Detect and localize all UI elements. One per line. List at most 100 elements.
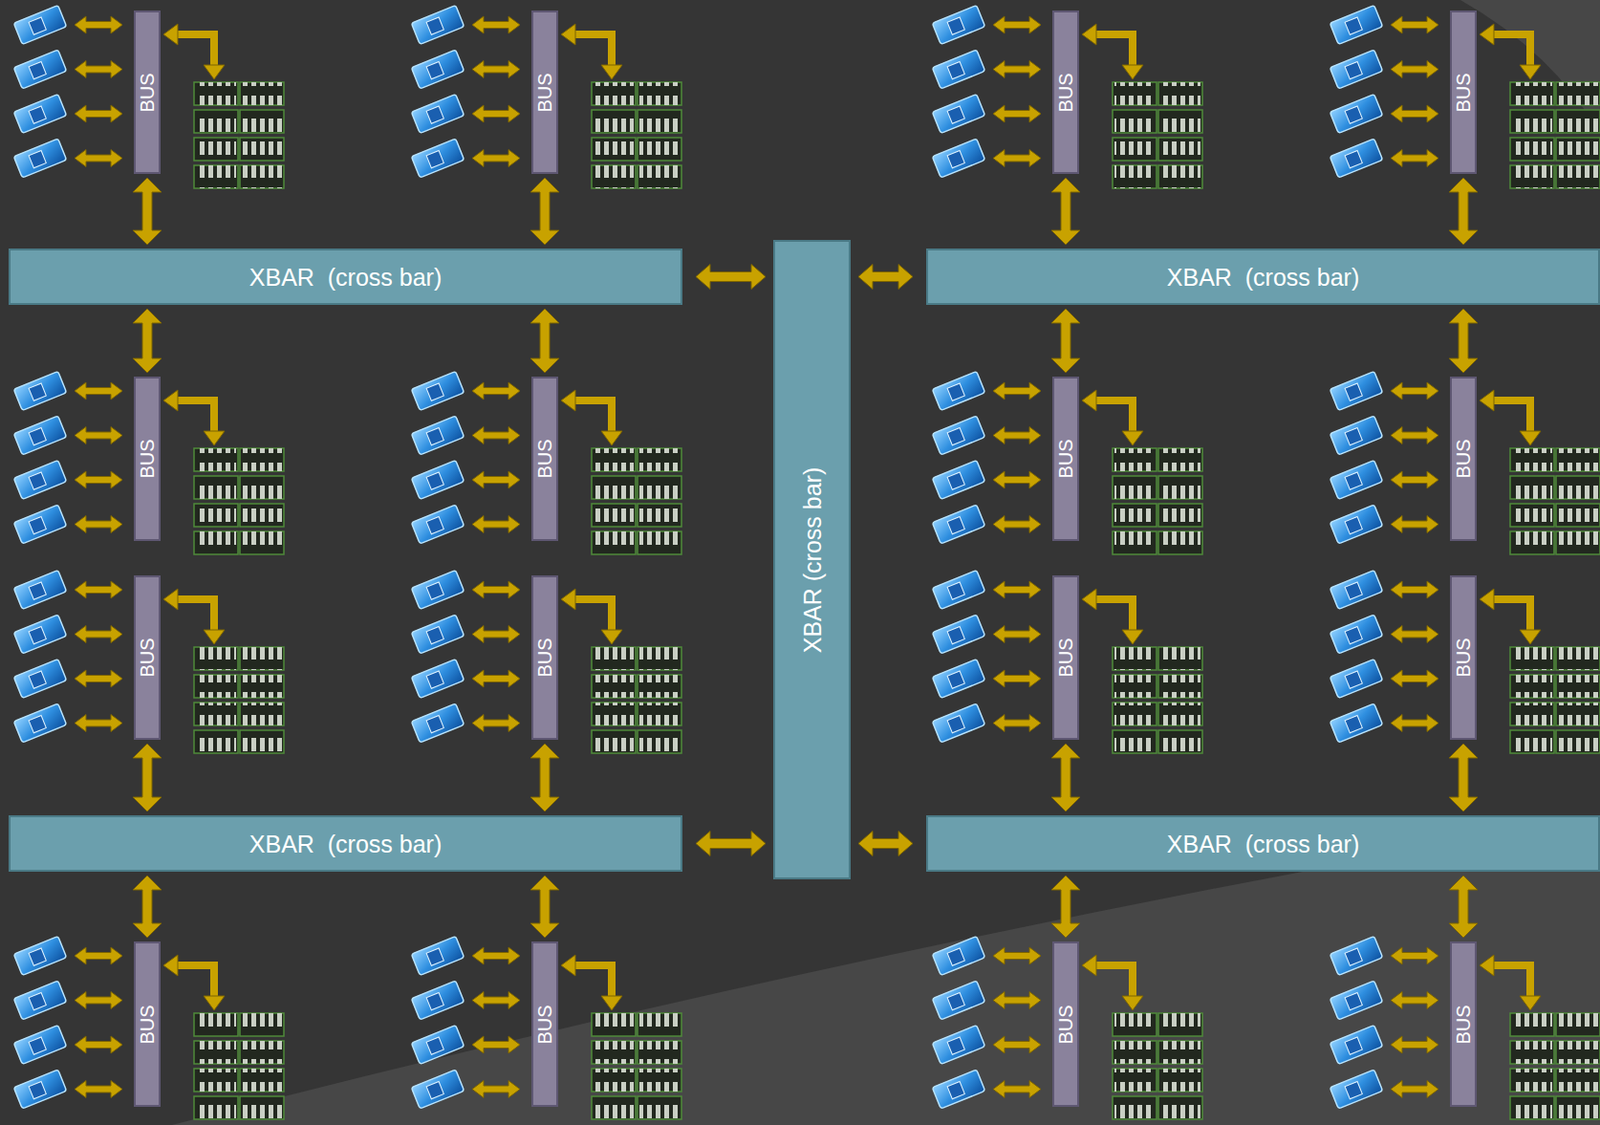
memory-module xyxy=(1158,165,1203,189)
cpu-die xyxy=(28,1037,46,1055)
cpu-arrow xyxy=(74,626,123,644)
cpu-icon xyxy=(13,460,66,500)
cpu-icon xyxy=(13,1069,66,1109)
cpu-die xyxy=(1344,106,1363,124)
cpu-icon xyxy=(931,1069,985,1109)
cpu-body xyxy=(13,570,66,610)
cpu-die xyxy=(1344,582,1363,600)
cpu-body xyxy=(13,1069,66,1109)
memory-chips xyxy=(639,82,680,106)
memory-chips xyxy=(241,165,282,189)
memory-module xyxy=(1556,1068,1600,1092)
cpu-body xyxy=(1329,94,1383,134)
memory-module xyxy=(1510,475,1555,499)
memory-chips xyxy=(1512,503,1553,527)
memory-chips xyxy=(1512,82,1553,106)
memory-chips xyxy=(1512,1068,1553,1092)
memory-chips xyxy=(593,1040,634,1064)
memory-arrow-head xyxy=(163,588,178,610)
memory-chips xyxy=(241,137,282,161)
memory-arrow-head xyxy=(203,995,225,1011)
cpu-arrow xyxy=(74,105,123,123)
cpu-icon xyxy=(931,138,985,178)
cpu-icon xyxy=(1329,570,1383,610)
memory-chips xyxy=(195,475,237,499)
memory-chips xyxy=(195,674,237,698)
cpu-arrow xyxy=(993,516,1041,534)
link-arrow xyxy=(132,743,162,812)
cpu-body xyxy=(410,94,464,134)
memory-chips xyxy=(1557,674,1599,698)
cpu-icon xyxy=(931,980,985,1020)
cpu-die xyxy=(947,993,965,1011)
link-arrow xyxy=(1051,875,1081,938)
memory-module xyxy=(591,137,636,161)
memory-chips xyxy=(1557,448,1599,472)
memory-chips xyxy=(593,475,634,499)
bus-label: BUS xyxy=(535,1004,555,1044)
memory-chips xyxy=(195,647,237,671)
memory-arrow-head xyxy=(163,23,178,45)
cpu-die xyxy=(28,17,46,35)
memory-module xyxy=(1158,109,1203,133)
memory-chips xyxy=(241,674,282,698)
cpu-die xyxy=(426,106,444,124)
memory-chips xyxy=(1512,647,1553,671)
memory-chips xyxy=(1114,674,1155,698)
memory-arrow-head xyxy=(1479,23,1494,45)
memory-chips xyxy=(593,531,634,555)
memory-chips xyxy=(639,1096,680,1120)
memory-chips xyxy=(1160,1096,1201,1120)
cpu-body xyxy=(931,415,985,455)
memory-module xyxy=(591,730,636,754)
cpu-die xyxy=(1344,151,1363,169)
cpu-body xyxy=(13,659,66,699)
memory-chips xyxy=(241,109,282,133)
cpu-die xyxy=(947,582,965,600)
memory-chips xyxy=(593,1096,634,1120)
memory-module xyxy=(1556,1040,1600,1064)
cpu-arrow xyxy=(74,947,123,965)
cpu-body xyxy=(13,1025,66,1065)
memory-chips xyxy=(1160,448,1201,472)
memory-chips xyxy=(639,503,680,527)
memory-module xyxy=(239,82,284,106)
memory-chips xyxy=(1160,702,1201,726)
memory-module xyxy=(1510,1013,1555,1037)
cpu-arrow xyxy=(1390,1081,1439,1099)
memory-module xyxy=(1112,1096,1157,1120)
cpu-body xyxy=(1329,504,1383,544)
memory-chips xyxy=(1160,647,1201,671)
crossbar-box: XBAR (cross bar) xyxy=(8,815,683,872)
link-arrow xyxy=(1051,308,1081,373)
crossbar-label: XBAR (cross bar) xyxy=(1167,264,1360,289)
memory-module xyxy=(637,503,682,527)
memory-arrow xyxy=(1095,599,1133,631)
link-arrow xyxy=(695,831,766,857)
memory-arrow-head xyxy=(601,64,623,80)
memory-chips xyxy=(1114,1040,1155,1064)
cpu-icon xyxy=(13,94,66,134)
memory-chips xyxy=(1557,165,1599,189)
bus-label: BUS xyxy=(137,637,157,677)
bus-bar: BUS xyxy=(1449,941,1477,1107)
memory-arrow-head xyxy=(1081,23,1097,45)
memory-chips xyxy=(593,730,634,754)
cpu-die xyxy=(1344,472,1363,490)
bus-label: BUS xyxy=(1453,72,1473,112)
cpu-arrow xyxy=(993,581,1041,599)
memory-chips xyxy=(639,1013,680,1037)
cpu-icon xyxy=(1329,460,1383,500)
cpu-body xyxy=(931,94,985,134)
cpu-icon xyxy=(13,415,66,455)
memory-module xyxy=(239,674,284,698)
cpu-icon xyxy=(410,94,464,134)
cpu-die xyxy=(28,993,46,1011)
cpu-icon xyxy=(1329,94,1383,134)
cpu-arrow xyxy=(74,427,123,445)
memory-module xyxy=(1556,475,1600,499)
memory-chips xyxy=(1557,82,1599,106)
link-arrow xyxy=(1448,875,1478,938)
memory-chips xyxy=(241,1013,282,1037)
memory-module xyxy=(1112,503,1157,527)
